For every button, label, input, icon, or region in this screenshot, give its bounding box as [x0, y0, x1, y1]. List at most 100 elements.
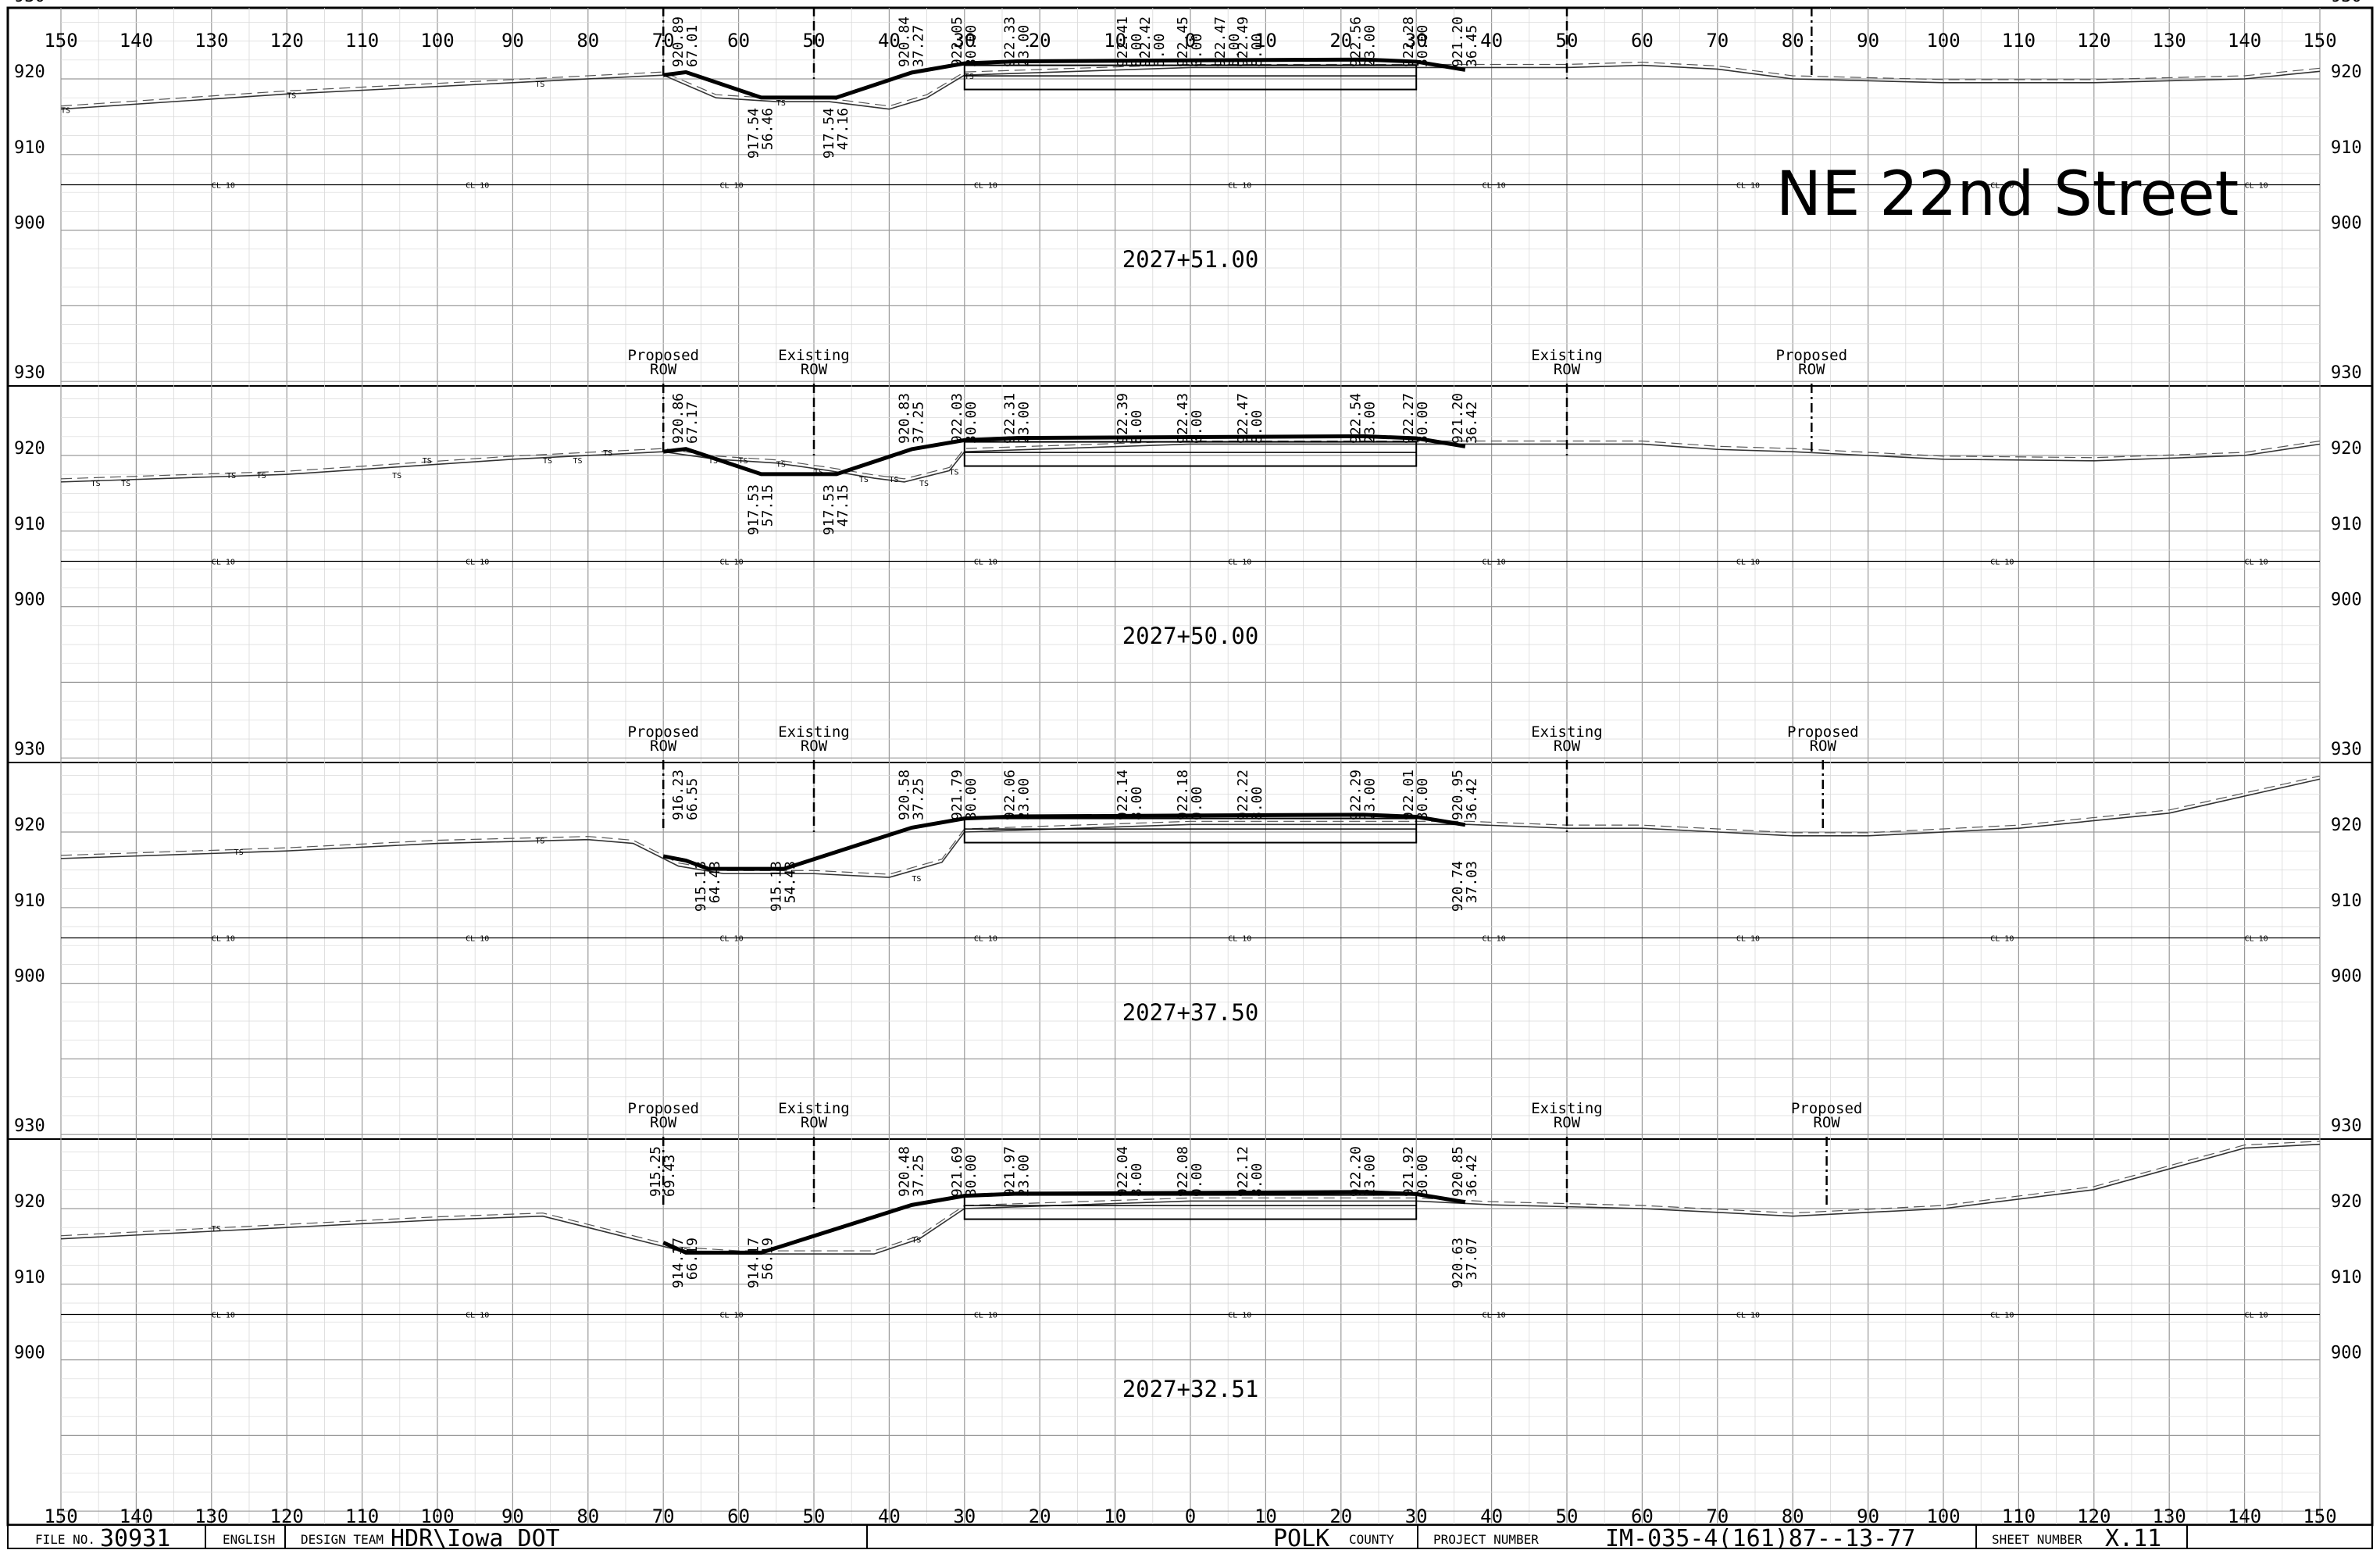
- bottom-scale-label: 120: [2077, 1505, 2111, 1527]
- station-elevation-label: 916.23: [670, 770, 687, 820]
- station-elevation-label: 922.03: [949, 393, 965, 444]
- cl-label: CL 10: [212, 935, 235, 944]
- elevation-label-left: 910: [14, 891, 45, 911]
- station-offset-label: 57.15: [760, 484, 776, 527]
- elevation-label-right: 920: [2331, 62, 2362, 82]
- ts-marker: TS: [776, 461, 786, 470]
- bottom-scale-label: 150: [2303, 1505, 2336, 1527]
- cl-label: CL 10: [1228, 182, 1251, 191]
- bottom-scale-label: 120: [270, 1505, 304, 1527]
- cl-label: CL 10: [1990, 182, 2014, 191]
- top-scale-label: 50: [803, 30, 826, 52]
- elevation-label-right: 910: [2331, 1268, 2362, 1288]
- station-offset-label: 37.03: [1464, 861, 1480, 903]
- existing-row-label: Existing: [1531, 347, 1603, 364]
- station-elevation-label: 920.48: [896, 1146, 912, 1197]
- station-offset-label: 23.00: [1015, 25, 1032, 67]
- station-offset-label: 8.00: [1129, 1163, 1145, 1197]
- station-offset-label: 47.16: [835, 108, 851, 150]
- english-label: ENGLISH: [223, 1532, 275, 1547]
- pavement-box: [963, 64, 1418, 91]
- ts-marker: TS: [91, 480, 101, 488]
- station-offset-label: 30.00: [1415, 402, 1431, 444]
- cl-label: CL 10: [1736, 182, 1760, 191]
- cl-label: CL 10: [212, 559, 235, 567]
- elevation-label-right: 900: [2331, 591, 2362, 610]
- station-offset-label: 56.19: [760, 1238, 776, 1280]
- station-offset-label: 30.00: [1415, 778, 1431, 820]
- station-offset-label: 36.42: [1464, 778, 1480, 820]
- cl-label: CL 10: [466, 559, 489, 567]
- cl-label: CL 10: [1483, 559, 1506, 567]
- station-elevation-label: 922.42: [1137, 16, 1154, 67]
- station-elevation-label: 917.54: [821, 108, 837, 159]
- bottom-scale-label: 100: [1926, 1505, 1960, 1527]
- ts-marker: TS: [603, 449, 612, 458]
- station-offset-label: 8.00: [1249, 1163, 1265, 1197]
- station-offset-label: 36.42: [1464, 402, 1480, 444]
- station-offset-label: 64.43: [707, 861, 723, 903]
- station-offset-label: 8.00: [1249, 34, 1265, 67]
- station-offset-label: 5.00: [1226, 34, 1243, 67]
- proposed-row-label: Proposed: [627, 723, 699, 741]
- sections: ProposedROWExistingROWExistingROWPropose…: [60, 0, 2321, 1402]
- station-offset-label: 23.00: [1015, 402, 1032, 444]
- existing-row-label: Existing: [778, 347, 850, 364]
- cl-label: CL 10: [1990, 1312, 2014, 1320]
- station-elevation-label: 917.54: [746, 108, 762, 159]
- elevation-label-right: 920: [2331, 439, 2362, 459]
- station-offset-label: 8.00: [1129, 410, 1145, 444]
- ts-marker: TS: [859, 476, 869, 484]
- top-scale-label: 30: [953, 30, 976, 52]
- cl-label: CL 10: [720, 1312, 744, 1320]
- elevation-label-left: 900: [14, 214, 45, 234]
- cl-label: CL 10: [974, 559, 997, 567]
- elevation-label-left: 910: [14, 1268, 45, 1288]
- bottom-scale-label: 50: [1556, 1505, 1579, 1527]
- elevation-label-left: 920: [14, 816, 45, 835]
- file-no-label: FILE NO.: [35, 1532, 95, 1547]
- station-offset-label: 37.27: [910, 25, 926, 67]
- bottom-scale-label: 40: [878, 1505, 901, 1527]
- station-elevation-label: 920.85: [1450, 1146, 1466, 1197]
- station-elevation-label: 922.05: [949, 16, 965, 67]
- ts-marker: TS: [912, 1237, 921, 1245]
- station-elevation-label: 915.25: [648, 1146, 664, 1197]
- station-elevation-label: 922.33: [1001, 16, 1018, 67]
- ts-marker: TS: [535, 838, 544, 846]
- elevation-label-right: 900: [2331, 214, 2362, 234]
- station-elevation-label: 915.13: [768, 861, 784, 912]
- station-elevation-label: 917.53: [821, 484, 837, 535]
- station-elevation-label: 920.74: [1450, 861, 1466, 912]
- station-offset-label: 8.00: [1129, 34, 1145, 67]
- bottom-scale-label: 130: [2153, 1505, 2186, 1527]
- top-scale-label: 110: [345, 30, 379, 52]
- elevation-label-left: 930: [14, 363, 45, 383]
- bottom-scale-label: 10: [1254, 1505, 1277, 1527]
- station-elevation-label: 920.83: [896, 393, 912, 444]
- ts-marker: TS: [912, 875, 921, 884]
- proposed-row-label: Proposed: [627, 347, 699, 364]
- station-elevation-label: 921.69: [949, 1146, 965, 1197]
- top-scale-label: 150: [2303, 30, 2336, 52]
- station-offset-label: 67.17: [684, 402, 701, 444]
- elevation-label-right: 930: [2331, 0, 2362, 6]
- ts-marker: TS: [919, 480, 929, 488]
- proposed-row-label: ROW: [650, 738, 677, 755]
- station-elevation-label: 920.84: [896, 16, 912, 67]
- ts-marker: TS: [889, 476, 898, 484]
- cl-label: CL 10: [212, 182, 235, 191]
- station-elevation-label: 914.17: [670, 1238, 687, 1288]
- proposed-row-label: Proposed: [1787, 723, 1859, 741]
- elevation-label-left: 920: [14, 1192, 45, 1212]
- station-offset-label: 23.00: [1015, 1155, 1032, 1197]
- existing-ground-dashed: [60, 775, 2321, 875]
- elevation-label-right: 930: [2331, 740, 2362, 759]
- station-label: 2027+37.50: [1122, 999, 1259, 1026]
- ts-marker: TS: [61, 107, 70, 116]
- ts-marker: TS: [950, 468, 959, 477]
- bottom-scale-label: 30: [1405, 1505, 1428, 1527]
- cl-label: CL 10: [720, 182, 744, 191]
- ts-marker: TS: [257, 472, 266, 480]
- elevation-label-right: 920: [2331, 816, 2362, 835]
